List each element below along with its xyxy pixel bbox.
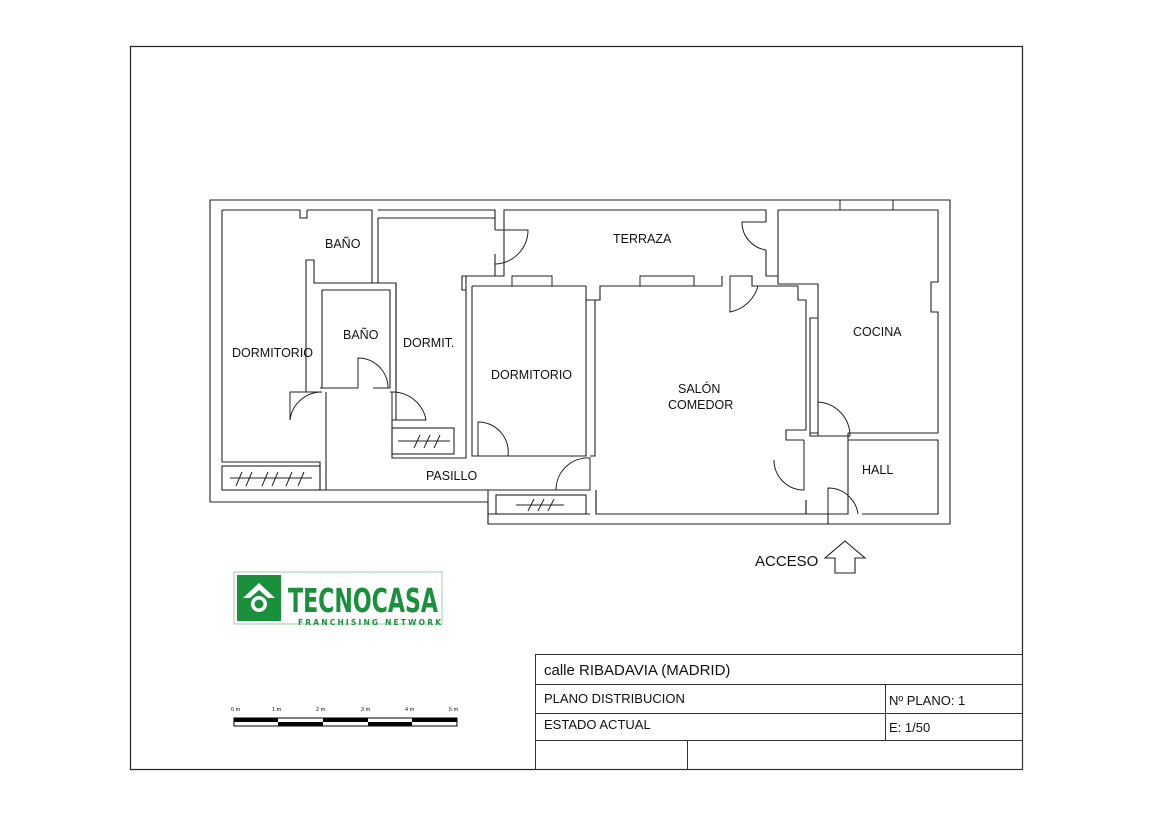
access-arrow-icon xyxy=(823,540,867,574)
scale-tick-3: 3 m xyxy=(361,707,371,713)
title-plan-number: Nº PLANO: 1 xyxy=(889,693,965,708)
room-label-comedor: COMEDOR xyxy=(668,398,733,412)
room-label-bano-mid: BAÑO xyxy=(343,328,379,342)
room-label-cocina: COCINA xyxy=(853,325,902,339)
walls xyxy=(209,199,951,525)
room-label-salon: SALÓN xyxy=(678,381,720,396)
scale-tick-2: 2 m xyxy=(316,707,326,713)
windows xyxy=(511,199,894,287)
scale-tick-5: 5 m xyxy=(449,707,459,713)
room-label-dormitorio-center: DORMITORIO xyxy=(491,368,572,382)
scale-tick-0: 0 m xyxy=(231,707,241,713)
room-label-terraza: TERRAZA xyxy=(613,232,672,246)
logo-wordmark: TECNOCASA xyxy=(288,581,438,620)
title-scale: E: 1/50 xyxy=(889,720,930,735)
room-label-pasillo: PASILLO xyxy=(426,469,477,483)
scale-tick-1: 1 m xyxy=(272,707,282,713)
tecnocasa-logo: TECNOCASA FRANCHISING NETWORK xyxy=(233,571,443,627)
room-label-hall: HALL xyxy=(862,463,893,477)
scale-bar: 0 m 1 m 2 m 3 m 4 m 5 m xyxy=(231,707,459,727)
title-plan-type: PLANO DISTRIBUCION xyxy=(544,691,685,706)
door-swings xyxy=(289,221,859,515)
house-icon xyxy=(243,583,275,598)
title-state: ESTADO ACTUAL xyxy=(544,717,651,732)
scale-tick-4: 4 m xyxy=(405,707,415,713)
room-label-dormit: DORMIT. xyxy=(403,336,454,350)
access-label: ACCESO xyxy=(755,553,818,570)
title-block xyxy=(535,654,1023,770)
title-address: calle RIBADAVIA (MADRID) xyxy=(544,662,730,679)
room-label-dormitorio-left: DORMITORIO xyxy=(232,346,313,360)
room-label-bano-top: BAÑO xyxy=(325,237,361,251)
closet-symbols xyxy=(230,434,564,512)
